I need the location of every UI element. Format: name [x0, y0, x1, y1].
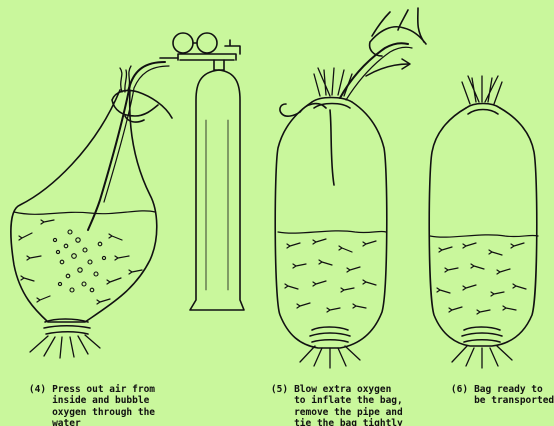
fish-icon — [437, 243, 526, 314]
step-6-line: be transported — [474, 395, 554, 407]
fish-icon — [19, 220, 142, 304]
step-5-number: (5) — [271, 384, 288, 396]
oxygen-cylinder-icon — [160, 33, 244, 310]
step-4-number: (4) — [29, 384, 46, 396]
arrow-icon — [366, 64, 408, 76]
plastic-bag-icon — [429, 108, 537, 346]
step-5-line: remove the pipe and — [294, 407, 403, 419]
hand-icon — [112, 90, 172, 122]
step-6-number: (6) — [451, 384, 468, 396]
step-4-line: inside and bubble — [52, 395, 155, 407]
plastic-bag-icon — [11, 90, 157, 322]
ready-bag-panel — [429, 76, 538, 368]
pressure-gauge-icon — [197, 33, 217, 53]
fish-icon — [285, 239, 376, 312]
step-6-line: Bag ready to — [474, 384, 554, 396]
step-5-line: Blow extra oxygen — [294, 384, 403, 396]
inflated-bag-panel — [275, 8, 426, 368]
step-5-line: tie the bag tightly — [294, 418, 403, 426]
step-5-line: to inflate the bag, — [294, 395, 403, 407]
step-4-line: Press out air from — [52, 384, 155, 396]
step-4-line: water — [52, 418, 155, 426]
pressure-gauge-icon — [173, 33, 193, 53]
step-4-line: oxygen through the — [52, 407, 155, 419]
bag-with-hose-panel — [11, 62, 172, 358]
